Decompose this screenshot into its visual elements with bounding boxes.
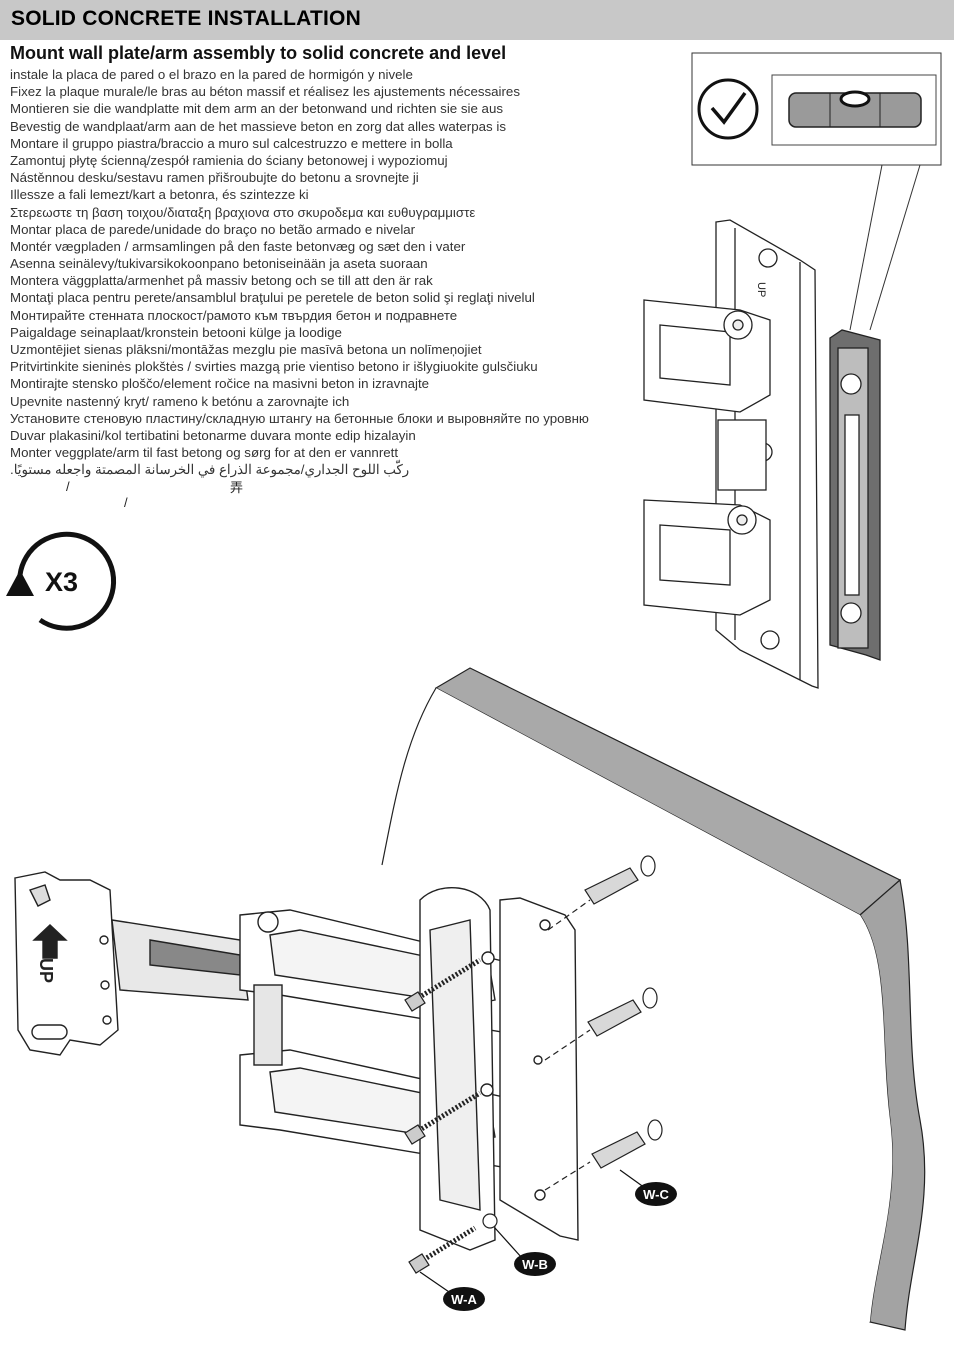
translation-line: Установите стеновую пластину/складную шт…: [10, 410, 589, 426]
svg-text:UP: UP: [36, 958, 56, 983]
translation-line: Bevestig de wandplaat/arm aan de het mas…: [10, 118, 506, 134]
header-bar: SOLID CONCRETE INSTALLATION: [0, 0, 954, 40]
translation-line: Monter veggplate/arm til fast betong og …: [10, 445, 399, 461]
translation-line: Zamontuj płytę ścienną/zespół ramienia d…: [10, 152, 448, 168]
fragment-slash: /: [124, 495, 128, 510]
translation-line: Nástěnnou desku/sestavu ramen přišroubuj…: [10, 170, 419, 186]
translation-line: Montirajte stensko ploščo/element ročice…: [10, 376, 430, 392]
arm-assembly: UP: [14, 871, 579, 1251]
step-subtitle: Mount wall plate/arm assembly to solid c…: [10, 43, 507, 63]
translation-line: Upevnite nastenný kryt/ rameno k betónu …: [10, 393, 350, 409]
translation-line: Montieren sie die wandplatte mit dem arm…: [10, 101, 503, 117]
repeat-count-label: X3: [45, 567, 79, 597]
page-title: SOLID CONCRETE INSTALLATION: [11, 7, 361, 30]
translation-line: Montaţi placa pentru perete/ansamblul br…: [10, 290, 535, 306]
fragment-glyph: 弄: [230, 480, 244, 495]
translation-line: Στερεωστε τη βαση τοιχου/διαταξη βραχιον…: [10, 204, 476, 220]
translation-line: Uzmontējiet sienas plāksni/montāžas mezg…: [10, 342, 482, 357]
translation-line: Montare il gruppo piastra/braccio a muro…: [10, 135, 453, 151]
translation-line: Duvar plakasini/kol tertibatini betonarm…: [10, 427, 416, 443]
wall-plate-detail: UP: [643, 219, 881, 689]
callout-label: W-B: [522, 1257, 548, 1272]
callout-w-b: W-B: [494, 1227, 556, 1276]
spirit-level-icon: [788, 90, 922, 128]
translation-list: instale la placa de pared o el brazo en …: [10, 66, 589, 479]
translation-line: Pritvirtinkite sieninės plokštės / svirt…: [10, 359, 538, 375]
checkmark-icon: [697, 78, 759, 140]
callout-label: W-A: [451, 1292, 477, 1307]
translation-line: instale la placa de pared o el brazo en …: [10, 67, 413, 82]
translation-line: Montér vægpladen / armsamlingen på den f…: [10, 238, 466, 254]
wall-anchor: [544, 855, 663, 1191]
translation-line: Asenna seinälevy/tukivarsikokoonpano bet…: [10, 256, 428, 272]
translation-line: Illessze a fali lemezt/kart a betonra, é…: [10, 187, 309, 203]
translation-line: Montera väggplatta/armenhet på massiv be…: [10, 273, 433, 289]
level-check-inset: [691, 52, 942, 331]
up-arrow-icon: [32, 924, 68, 959]
translation-line: Paigaldage seinaplaat/kronstein betooni …: [10, 324, 342, 340]
translation-line-arabic: ركّب اللوح الجداري/مجموعة الذراع في الخر…: [10, 462, 410, 478]
translation-line: Montar placa de parede/unidade do braço …: [10, 221, 416, 237]
callout-label: W-C: [643, 1187, 669, 1202]
translation-line: Монтирайте стенната плоскост/рамото към …: [10, 307, 458, 323]
up-arrow-icon: UP: [755, 282, 767, 297]
rotate-arrow-icon: [6, 531, 117, 631]
translation-line: Fixez la plaque murale/le bras au béton …: [10, 84, 520, 100]
fragment-slash: /: [66, 479, 70, 494]
callout-w-a: W-A: [419, 1271, 485, 1311]
lag-bolt: [404, 957, 498, 1274]
callout-w-c: W-C: [619, 1169, 677, 1206]
